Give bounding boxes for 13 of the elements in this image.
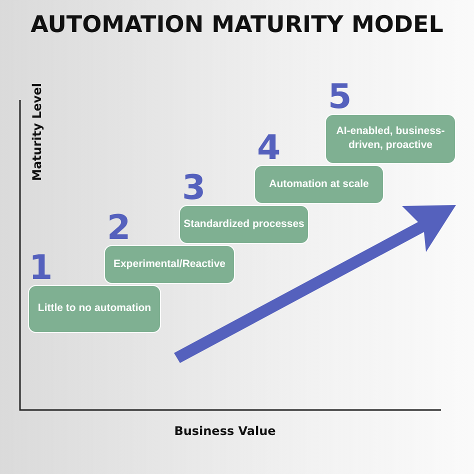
title: AUTOMATION MATURITY MODEL	[30, 12, 444, 38]
step-number: 4	[257, 131, 281, 165]
step-label: Experimental/Reactive	[112, 258, 227, 272]
step-number: 2	[107, 211, 131, 245]
step-label: Standardized processes	[182, 218, 306, 232]
step-label: AI-enabled, business-driven, proactive	[335, 125, 446, 153]
step-number: 1	[29, 251, 53, 285]
step-number: 3	[182, 171, 206, 205]
axis-label: Maturity Level	[30, 83, 44, 181]
step-label: Little to no automation	[36, 302, 152, 316]
axis-label: Business Value	[174, 424, 276, 438]
step-number: 5	[328, 80, 352, 114]
step-label: Automation at scale	[268, 178, 370, 192]
